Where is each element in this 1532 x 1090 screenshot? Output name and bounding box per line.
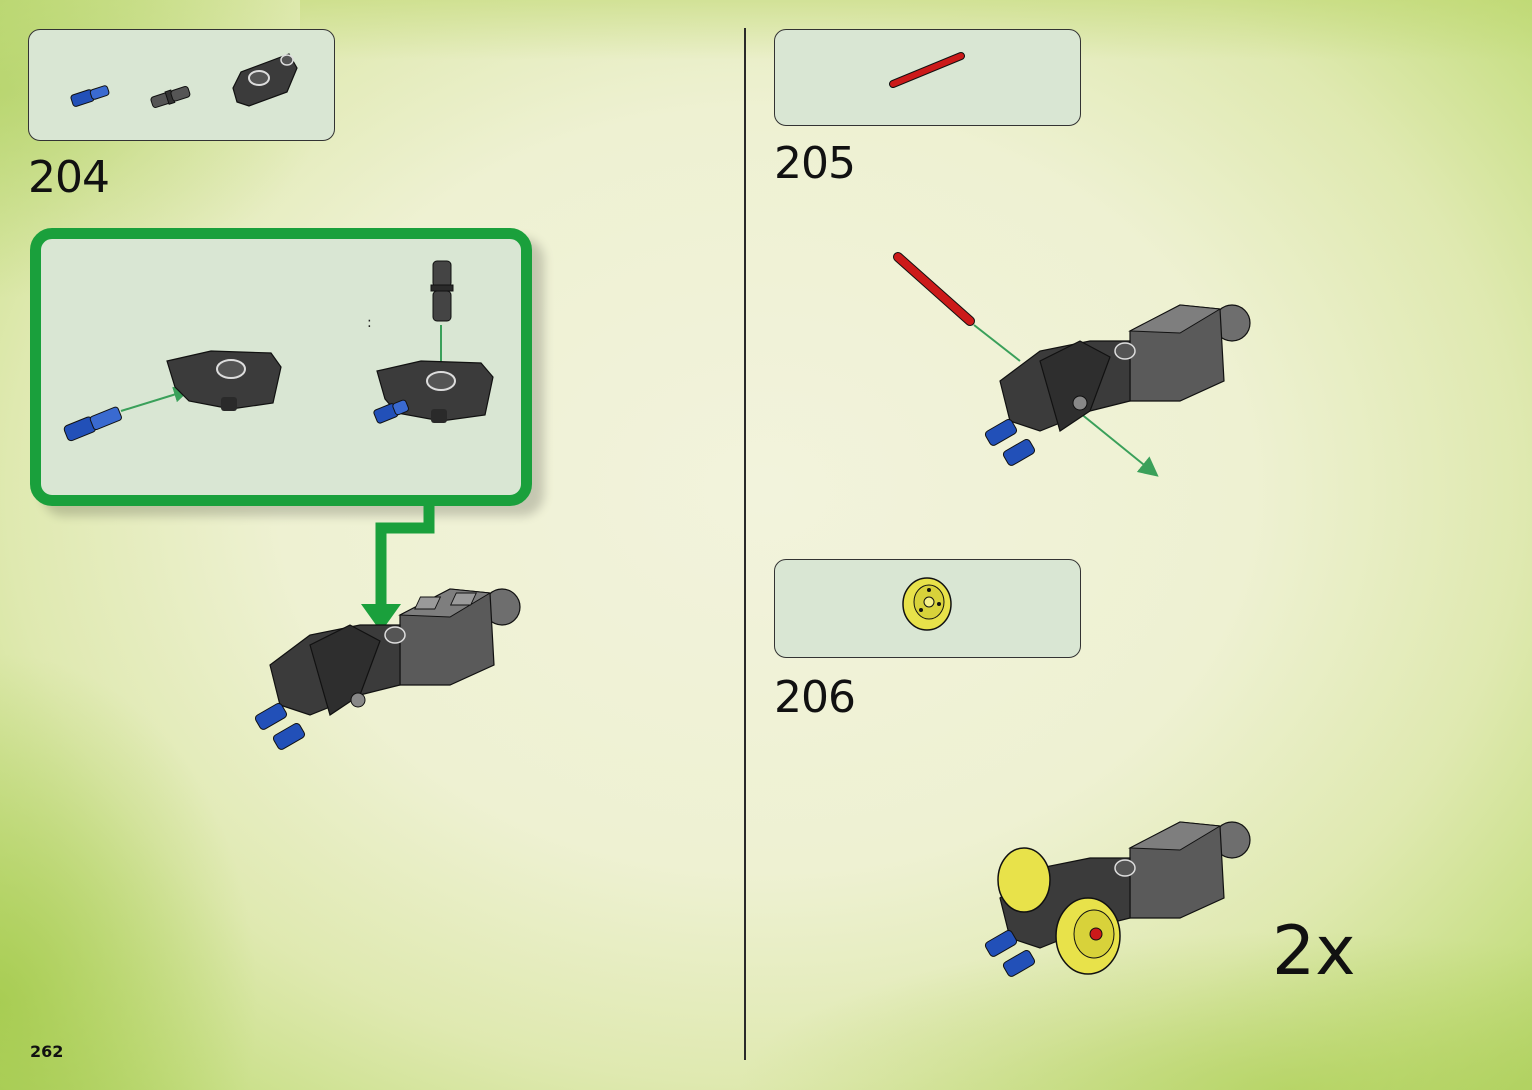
step-number: 205	[774, 138, 855, 189]
page-divider	[744, 28, 746, 1060]
yellow-wheel-icon	[998, 848, 1050, 912]
blue-pin-icon	[1002, 949, 1036, 978]
blue-pin-icon	[1002, 438, 1036, 467]
model-assembly-205	[880, 245, 1260, 485]
blue-pin-icon	[67, 80, 117, 110]
red-axle-icon	[898, 257, 970, 321]
model-body	[270, 589, 520, 715]
red-axle-icon	[887, 50, 967, 90]
yellow-wheel-icon	[1056, 898, 1120, 974]
background-tint	[0, 650, 260, 1090]
blue-pin-icon	[254, 702, 288, 731]
parts-list-204	[28, 29, 335, 141]
page-number: 262	[30, 1042, 63, 1061]
blue-pin-icon	[272, 722, 306, 751]
subassembly-callout: :	[30, 228, 532, 506]
model-assembly-204	[250, 585, 530, 755]
subassembly-illustration: :	[41, 239, 521, 495]
yellow-wheel-icon	[899, 576, 955, 632]
model-assembly-206	[980, 810, 1270, 990]
blue-pin-icon	[63, 405, 123, 442]
step-number: 206	[774, 672, 855, 723]
svg-text::: :	[367, 315, 372, 331]
blue-pin-icon	[984, 929, 1018, 958]
blue-pin-icon	[984, 418, 1018, 447]
step-number: 204	[28, 152, 109, 203]
black-connector-icon	[227, 40, 307, 115]
black-pin-icon	[147, 82, 197, 112]
parts-list-205	[774, 29, 1081, 126]
black-connector-icon	[167, 351, 281, 411]
black-pin-icon	[431, 261, 453, 321]
quantity-multiplier: 2x	[1272, 912, 1356, 991]
parts-list-206	[774, 559, 1081, 658]
